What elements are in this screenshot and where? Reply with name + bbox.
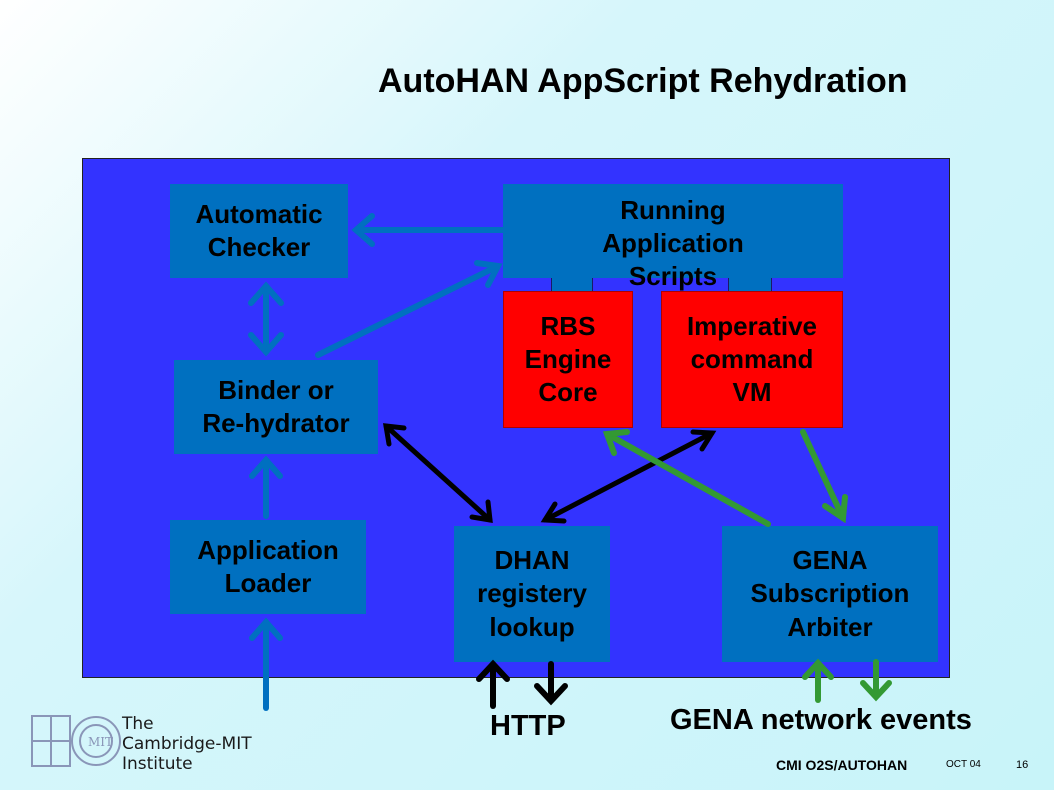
arrow-running-to-checker — [351, 213, 506, 247]
dhan-lookup-box: DHAN registery lookup — [454, 526, 610, 662]
arrow-checker-binder — [248, 281, 284, 357]
arrow-gena-to-rbs — [602, 429, 771, 527]
arrow-input-to-loader — [249, 617, 283, 711]
logo-line-1: The — [122, 714, 154, 734]
footer-page: 16 — [1016, 759, 1029, 771]
running-scripts-label: Running Application Scripts — [602, 195, 744, 292]
app-loader-label: Application Loader — [197, 534, 339, 598]
rbs-engine-label: RBS Engine Core — [524, 310, 612, 407]
arrow-loader-to-binder — [249, 455, 283, 519]
binder-box: Binder or Re-hydrator — [174, 360, 378, 454]
arrow-vm-dhan — [540, 429, 717, 524]
binder-label: Binder or Re-hydrator — [202, 374, 350, 438]
footer-org: CMI O2S/AUTOHAN — [776, 757, 908, 773]
imperative-vm-box: Imperative command VM — [661, 291, 843, 428]
arrow-binder-dhan — [382, 423, 493, 524]
arrow-gena-down — [860, 659, 892, 702]
svg-text:MIT: MIT — [88, 735, 113, 749]
rbs-engine-box: RBS Engine Core — [503, 291, 633, 428]
footer-date: OCT 04 — [946, 759, 981, 770]
gena-arbiter-box: GENA Subscription Arbiter — [722, 526, 938, 662]
http-label: HTTP — [490, 710, 566, 742]
arrow-http-down — [534, 661, 568, 706]
arrow-binder-to-running — [315, 260, 503, 358]
arrow-vm-to-gena — [800, 429, 848, 524]
logo-text: The Cambridge-MIT Institute — [122, 714, 252, 774]
logo-line-2: Cambridge-MIT — [122, 734, 252, 754]
app-loader-box: Application Loader — [170, 520, 366, 614]
arrow-http-up — [476, 659, 510, 709]
automatic-checker-box: Automatic Checker — [170, 184, 348, 278]
slide-title: AutoHAN AppScript Rehydration — [378, 62, 908, 100]
running-scripts-box: Running Application Scripts — [503, 184, 843, 291]
dhan-lookup-label: DHAN registery lookup — [477, 545, 587, 642]
gena-events-label: GENA network events — [670, 704, 972, 736]
cambridge-mit-logo: MIT — [31, 715, 121, 767]
logo-line-3: Institute — [122, 754, 193, 774]
imperative-vm-label: Imperative command VM — [686, 310, 818, 407]
automatic-checker-label: Automatic Checker — [195, 198, 323, 262]
arrow-gena-up — [802, 658, 834, 703]
gena-arbiter-label: GENA Subscription Arbiter — [750, 545, 910, 642]
